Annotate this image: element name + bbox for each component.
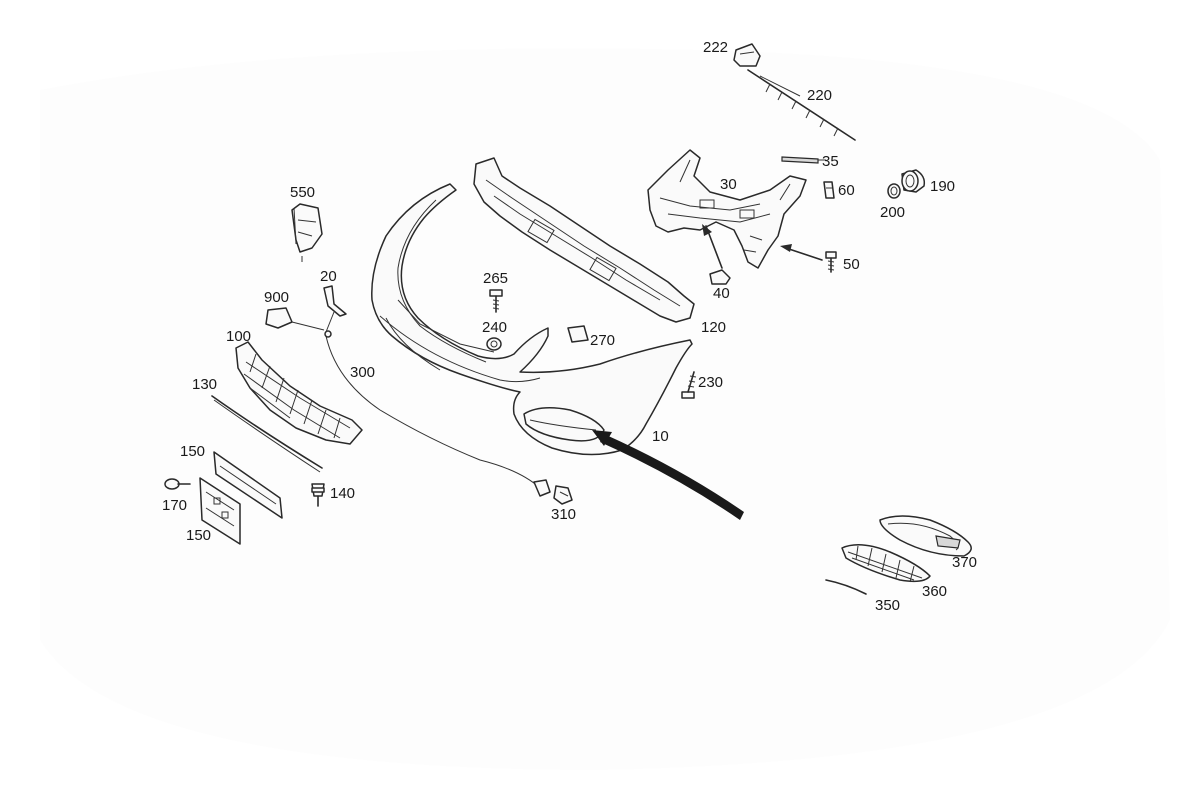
callout-270: 270 — [590, 332, 615, 349]
callout-370: 370 — [952, 554, 977, 571]
callout-190: 190 — [930, 178, 955, 195]
callout-350: 350 — [875, 597, 900, 614]
callout-150-lower: 150 — [186, 527, 211, 544]
callout-labels: 222 220 35 30 60 190 200 50 40 120 550 2… — [162, 39, 977, 614]
part-270-pad — [567, 325, 589, 343]
callout-130: 130 — [192, 376, 217, 393]
leader-lines — [301, 75, 826, 520]
part-190-sensor — [901, 169, 926, 193]
callout-200: 200 — [880, 204, 905, 221]
callout-35: 35 — [822, 153, 839, 170]
part-230-screw — [681, 371, 697, 399]
callout-100: 100 — [226, 328, 251, 345]
callout-50: 50 — [843, 256, 860, 273]
part-20-sensor-holder — [323, 285, 347, 317]
callout-240: 240 — [482, 319, 507, 336]
part-222-tag — [733, 43, 761, 67]
callout-360: 360 — [922, 583, 947, 600]
callout-10: 10 — [652, 428, 669, 445]
part-120-absorber — [473, 157, 695, 323]
part-550-bracket — [291, 203, 323, 253]
part-370-fog-frame — [879, 515, 972, 557]
part-100-lower-grille — [235, 341, 363, 445]
part-170-screw — [164, 478, 191, 490]
part-300-wiring — [324, 330, 551, 497]
callout-300: 300 — [350, 364, 375, 381]
part-310-clip — [553, 485, 573, 505]
part-200-ring — [887, 183, 901, 199]
callout-20: 20 — [320, 268, 337, 285]
callout-30: 30 — [720, 176, 737, 193]
part-220-wire-harness — [747, 69, 856, 141]
callout-230: 230 — [698, 374, 723, 391]
callout-120: 120 — [701, 319, 726, 336]
part-50-bolt — [825, 251, 837, 273]
callout-220: 220 — [807, 87, 832, 104]
part-10-bumper-cover — [371, 183, 693, 456]
part-150-plate-holder-upper — [213, 451, 283, 519]
callout-310: 310 — [551, 506, 576, 523]
callout-222: 222 — [703, 39, 728, 56]
callout-60: 60 — [838, 182, 855, 199]
part-30-mount-carrier — [647, 149, 807, 269]
part-240-nut — [486, 337, 502, 351]
part-150-plate-holder-lower — [199, 477, 241, 545]
part-35-strip — [781, 156, 819, 164]
callout-170: 170 — [162, 497, 187, 514]
part-900-tag — [265, 307, 325, 331]
callout-140: 140 — [330, 485, 355, 502]
part-140-push-clip — [311, 483, 325, 507]
part-265-bolt — [489, 289, 503, 313]
callout-40: 40 — [713, 285, 730, 302]
part-360-fog-grille — [841, 544, 931, 583]
part-60-clip — [823, 181, 835, 199]
part-130-trim-strip — [211, 395, 323, 473]
callout-150-upper: 150 — [180, 443, 205, 460]
callout-900: 900 — [264, 289, 289, 306]
part-40-clip — [709, 269, 731, 285]
callout-265: 265 — [483, 270, 508, 287]
part-350-fog-trim — [825, 579, 867, 595]
callout-550: 550 — [290, 184, 315, 201]
